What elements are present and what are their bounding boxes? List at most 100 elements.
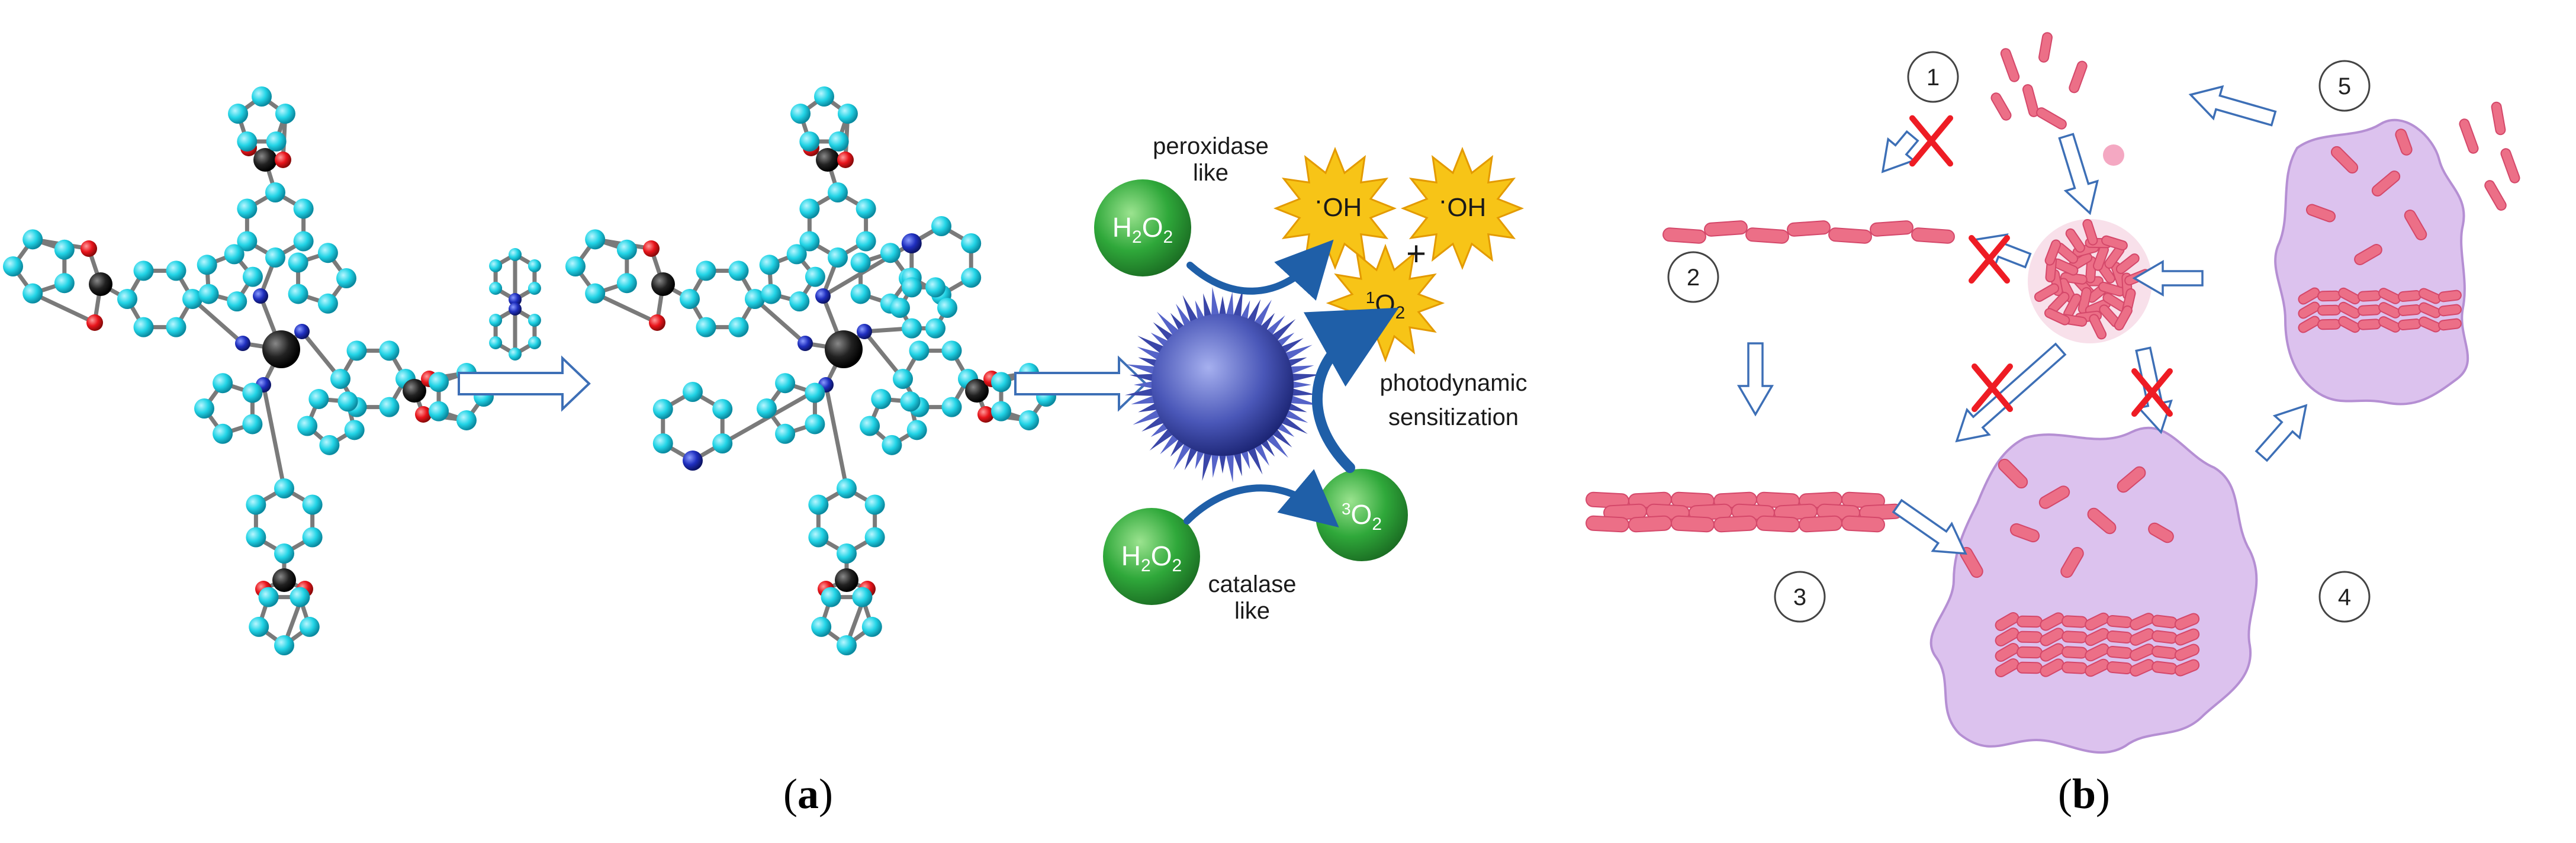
atom bbox=[258, 587, 279, 607]
bacterium bbox=[2062, 615, 2088, 628]
atom bbox=[811, 616, 832, 637]
bacterium bbox=[2044, 239, 2062, 266]
atom bbox=[235, 336, 250, 351]
atom bbox=[344, 420, 365, 440]
atom bbox=[275, 104, 295, 124]
atom bbox=[346, 340, 367, 361]
atom bbox=[786, 244, 807, 265]
bacterium bbox=[1870, 220, 1913, 237]
panel-b: 1 2 3 4 5 (b) bbox=[1586, 32, 2520, 818]
atom bbox=[509, 348, 522, 361]
atom bbox=[1018, 410, 1039, 430]
atom bbox=[680, 289, 700, 309]
atom bbox=[900, 391, 921, 412]
atom bbox=[880, 243, 901, 263]
atom bbox=[850, 252, 871, 273]
bacterium bbox=[2378, 316, 2401, 333]
atom bbox=[265, 247, 285, 268]
bacterium bbox=[2085, 612, 2109, 631]
bacterium bbox=[2404, 209, 2427, 241]
flow-arrow bbox=[2255, 404, 2308, 462]
atom bbox=[925, 318, 946, 339]
atom bbox=[302, 494, 323, 515]
atom bbox=[89, 272, 112, 296]
bacterium bbox=[2062, 630, 2088, 643]
ligated-complex-molecule bbox=[565, 86, 1056, 655]
atom bbox=[825, 330, 863, 368]
h2o2-bottom-sub1: 2 bbox=[1141, 556, 1151, 575]
atom bbox=[961, 268, 982, 288]
bacterium bbox=[1704, 220, 1748, 237]
atom bbox=[302, 527, 323, 548]
atom bbox=[828, 131, 849, 152]
bacterium bbox=[2438, 304, 2462, 317]
atom bbox=[237, 131, 258, 152]
step-marker-2: 2 bbox=[1667, 251, 1719, 303]
bacterium bbox=[2371, 170, 2401, 197]
bacterium bbox=[2089, 314, 2107, 340]
atom bbox=[253, 148, 277, 172]
bacterium bbox=[1995, 628, 2019, 646]
nanozyme-sphere bbox=[1124, 287, 1321, 483]
bacterium bbox=[2398, 318, 2421, 330]
bacterium bbox=[1995, 612, 2019, 631]
bacterium bbox=[2107, 630, 2133, 644]
atom bbox=[616, 239, 637, 260]
bacterium bbox=[2087, 507, 2117, 535]
atom bbox=[246, 494, 266, 515]
atom bbox=[902, 318, 922, 339]
h2o2-sphere-top: H2O2 bbox=[1094, 179, 1191, 276]
bacterium bbox=[2438, 318, 2462, 331]
flow-arrow bbox=[1736, 342, 1774, 417]
atom bbox=[965, 379, 989, 403]
bacterium bbox=[2174, 628, 2200, 646]
h2o2-bottom-o: O bbox=[1151, 540, 1172, 571]
atom bbox=[616, 273, 637, 294]
svg-text:5: 5 bbox=[2338, 73, 2351, 99]
atom bbox=[166, 317, 186, 337]
atom bbox=[728, 260, 749, 281]
bond bbox=[753, 297, 807, 345]
bacterium bbox=[1998, 458, 2028, 489]
atom bbox=[649, 314, 665, 331]
atom bbox=[3, 256, 23, 276]
atom bbox=[237, 231, 258, 252]
atom bbox=[336, 268, 356, 288]
bacterium bbox=[2398, 290, 2421, 302]
atom bbox=[262, 330, 300, 368]
bacterium bbox=[2022, 84, 2040, 117]
atom bbox=[528, 336, 541, 349]
peroxidase-label: peroxidase bbox=[1153, 133, 1269, 159]
bacterium bbox=[2358, 318, 2381, 330]
bacterium bbox=[2065, 228, 2085, 253]
atom bbox=[213, 373, 233, 394]
bacterium bbox=[2174, 659, 2200, 677]
bacterium bbox=[2040, 612, 2064, 631]
atom bbox=[237, 198, 258, 219]
step-marker-5: 5 bbox=[2318, 60, 2371, 112]
atom bbox=[816, 148, 840, 172]
bacterium bbox=[2040, 643, 2064, 662]
bacterium bbox=[2017, 661, 2043, 674]
atom bbox=[821, 587, 841, 607]
atom bbox=[317, 243, 338, 263]
bacterium bbox=[2101, 235, 2128, 251]
bacterium bbox=[2298, 316, 2320, 333]
atom bbox=[977, 406, 994, 423]
triplet-o: O bbox=[1351, 499, 1372, 530]
atom bbox=[293, 198, 314, 219]
panel-a: H2O2 H2O2 3O2 ·OH ·OH 1O2 + bbox=[3, 86, 1527, 818]
atom bbox=[805, 382, 825, 403]
atom bbox=[837, 152, 854, 168]
h2o2-top-sub1: 2 bbox=[1132, 227, 1142, 247]
red-cross bbox=[1972, 363, 2013, 412]
bacterium bbox=[2298, 287, 2320, 305]
atom bbox=[489, 336, 503, 349]
atom bbox=[857, 324, 872, 339]
catalase-label: catalase bbox=[1208, 571, 1297, 597]
atom bbox=[22, 229, 43, 250]
atom bbox=[379, 340, 400, 361]
atom bbox=[242, 382, 263, 403]
atom bbox=[931, 216, 951, 236]
atom bbox=[182, 289, 202, 309]
